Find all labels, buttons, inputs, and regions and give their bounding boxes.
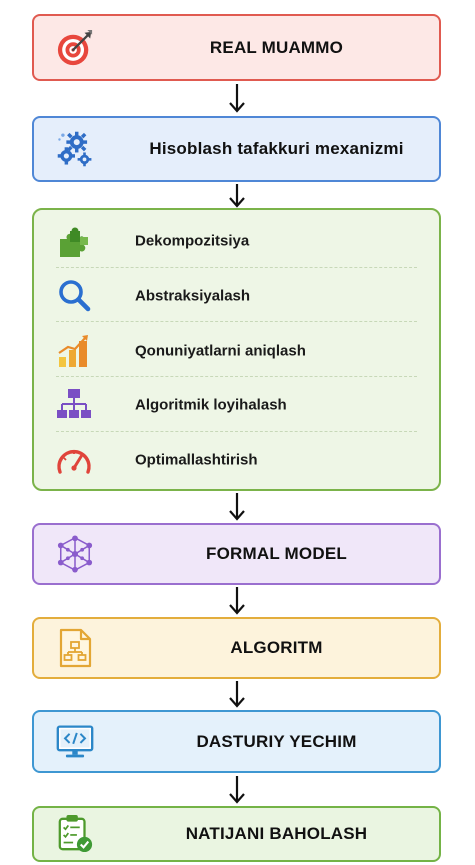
- flowchart-document-icon: [56, 628, 94, 668]
- software-solution-box: DASTURIY YECHIM: [32, 710, 441, 773]
- mechanism-label: Hisoblash tafakkuri mexanizmi: [149, 139, 404, 158]
- thinking-steps-box: Dekompozitsiya Abstraksiyalash Qonuniyat…: [32, 208, 441, 491]
- evaluation-box: NATIJANI BAHOLASH: [32, 806, 441, 862]
- step-patterns: Qonuniyatlarni aniqlash: [34, 324, 439, 378]
- divider: [56, 267, 417, 268]
- gears-icon: [56, 130, 94, 168]
- step-label: Algoritmik loyihalash: [135, 396, 287, 414]
- mechanism-box: Hisoblash tafakkuri mexanizmi: [32, 116, 441, 182]
- arrow-down-icon: [229, 84, 245, 113]
- step-algorithm-design: Algoritmik loyihalash: [34, 378, 439, 432]
- network-cube-icon: [56, 535, 94, 573]
- target-icon: [56, 29, 94, 67]
- divider: [56, 431, 417, 432]
- algorithm-label: ALGORITM: [230, 638, 323, 657]
- evaluation-label: NATIJANI BAHOLASH: [185, 824, 368, 843]
- code-monitor-icon: [56, 723, 94, 761]
- bar-chart-icon: [58, 335, 88, 367]
- checklist-icon: [56, 815, 94, 853]
- arrow-down-icon: [229, 184, 245, 208]
- arrow-down-icon: [229, 681, 245, 708]
- real-problem-label: REAL MUAMMO: [209, 37, 344, 57]
- speedometer-icon: [57, 449, 91, 474]
- hierarchy-icon: [57, 389, 91, 418]
- step-label: Abstraksiyalash: [135, 287, 251, 305]
- real-problem-box: REAL MUAMMO: [32, 14, 441, 81]
- software-solution-label: DASTURIY YECHIM: [196, 731, 357, 751]
- puzzle-icon: [60, 227, 88, 257]
- arrow-down-icon: [229, 776, 245, 804]
- magnifier-icon: [59, 280, 91, 312]
- arrow-down-icon: [229, 493, 245, 521]
- divider: [56, 321, 417, 322]
- algorithm-box: ALGORITM: [32, 617, 441, 679]
- step-decomposition: Dekompozitsiya: [34, 214, 439, 268]
- step-abstraction: Abstraksiyalash: [34, 269, 439, 323]
- step-optimization: Optimallashtirish: [34, 433, 439, 487]
- divider: [56, 376, 417, 377]
- formal-model-label: FORMAL MODEL: [206, 544, 347, 563]
- step-label: Dekompozitsiya: [135, 232, 250, 250]
- step-label: Optimallashtirish: [135, 451, 258, 469]
- step-label: Qonuniyatlarni aniqlash: [135, 342, 306, 360]
- formal-model-box: FORMAL MODEL: [32, 523, 441, 585]
- arrow-down-icon: [229, 587, 245, 615]
